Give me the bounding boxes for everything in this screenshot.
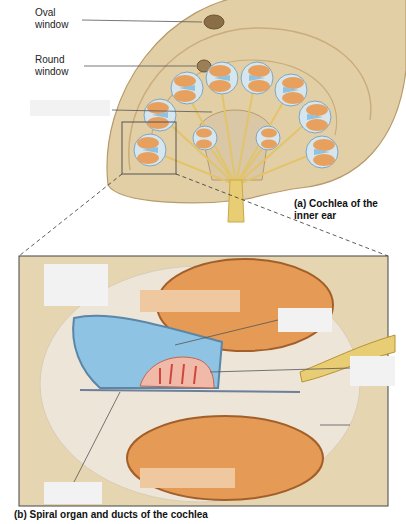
leader-line <box>320 425 350 426</box>
figure-caption: (a) Cochlea of the inner ear <box>294 198 392 222</box>
leader-line <box>84 66 196 67</box>
duct-sections <box>134 62 338 168</box>
blank-label-box <box>140 290 240 312</box>
spiral-organ <box>140 357 214 388</box>
blank-label-box <box>44 482 102 504</box>
scala-tympani <box>127 416 323 500</box>
zoom-square <box>122 122 176 174</box>
zoom-line <box>176 174 388 256</box>
hair-cells <box>160 364 196 384</box>
figure-caption: (b) Spiral organ and ducts of the cochle… <box>14 509 394 521</box>
cochlear-duct <box>73 316 222 388</box>
part-label: Oval window <box>35 7 80 31</box>
blank-label-box <box>350 356 395 386</box>
leader-line <box>210 368 350 372</box>
zoom-line <box>19 174 122 256</box>
leader-line <box>175 320 278 345</box>
blank-label-box <box>30 100 110 116</box>
blank-label-box <box>278 308 332 332</box>
leader-line <box>74 392 120 482</box>
basilar-membrane <box>80 390 300 392</box>
part-label: Round window <box>35 54 82 78</box>
oval-window <box>204 15 224 29</box>
blank-label-box <box>44 264 108 306</box>
cochlea-shell <box>107 0 406 203</box>
leader-line <box>82 20 202 22</box>
leader-line <box>112 110 212 112</box>
blank-label-box <box>140 468 235 488</box>
inset-panel <box>19 256 388 506</box>
cochlear-nerve <box>228 180 244 222</box>
